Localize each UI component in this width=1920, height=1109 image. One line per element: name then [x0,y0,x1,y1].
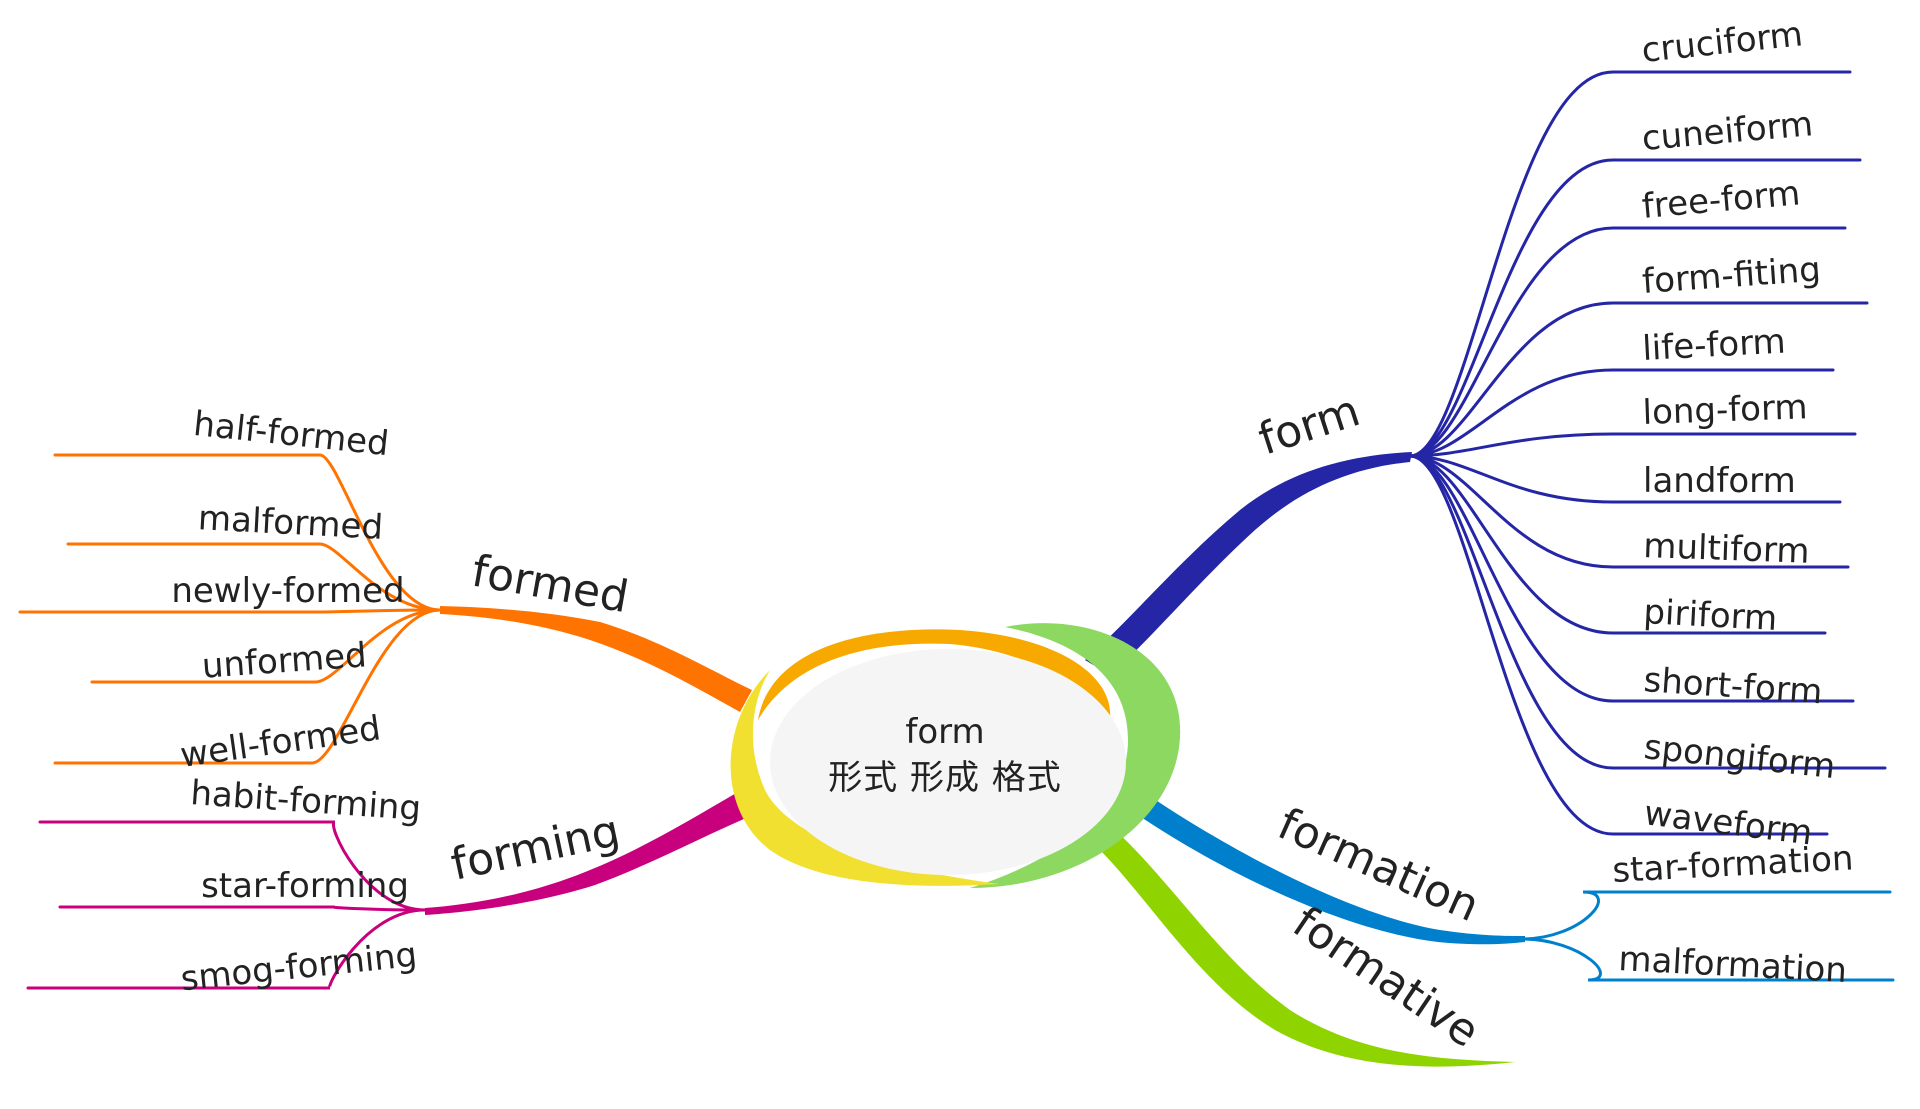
central-node-title: form [905,712,985,752]
leaf-connector [1408,454,1887,770]
branch-form-label[interactable]: form [1253,385,1366,465]
ring-green [970,623,1181,888]
leaf-connector [1408,158,1862,458]
leaf-connector [1408,454,1855,703]
branch-formative[interactable]: formative [1098,830,1515,1067]
leaf-newly-formed[interactable]: newly-formed [171,571,404,611]
leaf-long-form[interactable]: long-form [1642,387,1808,433]
leaf-connector [53,608,442,765]
leaf-connector [1408,368,1835,458]
central-node-subtitle: 形式 形成 格式 [828,758,1062,798]
leaf-connector [1520,890,1892,941]
leaf-malformation[interactable]: malformation [1618,939,1848,991]
leaf-landform[interactable]: landform [1643,461,1796,501]
leaf-connector [1408,432,1857,458]
ring-orange [758,629,1111,720]
leaf-unformed[interactable]: unformed [201,635,368,686]
branch-formed-stroke [440,606,752,712]
leaf-star-forming[interactable]: star-forming [201,866,409,906]
central-node[interactable] [730,623,1181,888]
leaf-smog-forming[interactable]: smog-forming [179,935,419,1000]
branch-forming[interactable]: forminghabit-formingstar-formingsmog-for… [26,773,760,1000]
leaf-malformed[interactable]: malformed [197,498,384,548]
leaf-connector [38,820,427,912]
leaf-life-form[interactable]: life-form [1641,322,1786,369]
leaf-short-form[interactable]: short-form [1642,660,1823,712]
leaf-free-form[interactable]: free-form [1640,173,1801,227]
leaf-piriform[interactable]: piriform [1643,592,1779,639]
leaf-connector [66,542,442,612]
branch-formation-stroke [1138,795,1525,945]
leaf-connector [1520,937,1895,982]
central-node-fill [770,649,1126,875]
central-node-label: form 形式 形成 格式 [755,709,1135,801]
branch-form[interactable]: form cruciform cuneiform free-form form-fiti… [1085,14,1887,854]
leaf-connector [90,608,442,684]
branch-forming-stroke [425,792,760,915]
leaf-connector [1408,301,1869,458]
leaf-cruciform[interactable]: cruciform [1640,14,1805,71]
leaf-form-fiting[interactable]: form-fiting [1641,250,1822,302]
leaf-connector [1408,226,1847,458]
branch-formed[interactable]: formedhalf-formedmalformednewly-formedun… [18,404,752,776]
leaf-connector [1408,454,1842,504]
leaf-connector [18,608,442,614]
leaf-multiform[interactable]: multiform [1643,526,1810,572]
leaf-connector [1408,454,1827,635]
leaf-connector [58,905,427,912]
leaf-connector [53,453,442,612]
leaf-spongiform[interactable]: spongiform [1642,727,1837,787]
ring-yellow [730,670,1000,886]
leaf-cuneiform[interactable]: cuneiform [1640,104,1814,159]
leaf-well-formed[interactable]: well-formed [178,708,383,776]
branch-form-stroke [1085,452,1412,675]
branch-layer: form cruciform cuneiform free-form form-fiti… [18,14,1895,1067]
leaf-connector [26,908,427,990]
leaf-star-formation[interactable]: star-formation [1611,838,1854,891]
leaf-connector [1408,454,1829,836]
leaf-connector [1408,70,1852,458]
leaf-connector [1408,454,1850,569]
